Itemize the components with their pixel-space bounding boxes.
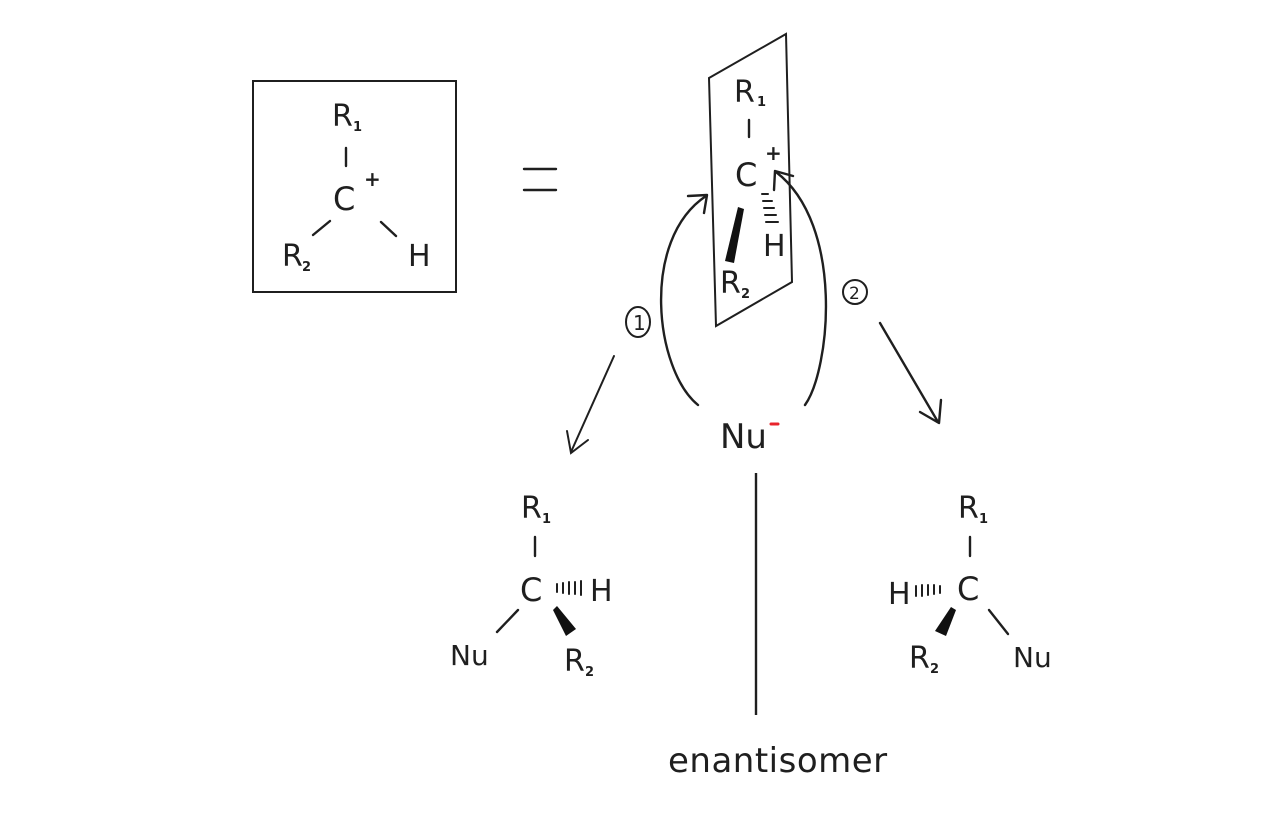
- product-right-r2-subscript: 2: [930, 662, 939, 677]
- arrowhead-1: [686, 193, 709, 215]
- equals-sign: [522, 167, 558, 192]
- plane-h-label: H: [763, 229, 786, 264]
- carbocation-box: R 1 C + R 2 H: [252, 80, 457, 293]
- plane-r1-label: R: [734, 75, 755, 110]
- nucleophile: Nu: [720, 417, 780, 457]
- path-2-label: 2: [849, 284, 860, 304]
- left-bond-r2: [311, 219, 332, 237]
- product-left-bond-nu: [495, 608, 520, 634]
- product-arrowhead-right: [918, 398, 943, 425]
- planar-carbocation: R 1 C + H R 2: [707, 32, 794, 328]
- product-left-r2-label: R: [564, 644, 585, 679]
- product-arrowhead-left: [566, 430, 589, 455]
- product-right: R 1 C H R 2 Nu: [888, 491, 1052, 677]
- product-left-wedge-bond: [553, 606, 576, 636]
- left-r2-subscript: 2: [302, 260, 311, 275]
- attack-arrow-2: [772, 169, 828, 407]
- product-left-nu-label: Nu: [450, 639, 489, 672]
- plane-r2-subscript: 2: [741, 287, 750, 302]
- left-h-label: H: [408, 239, 431, 274]
- product-right-h-label: H: [888, 577, 911, 612]
- path-2-marker: 2: [842, 279, 868, 305]
- nucleophile-label: Nu: [720, 417, 767, 457]
- left-r1-label: R: [332, 99, 353, 134]
- product-left-h-label: H: [590, 574, 613, 609]
- plane-r2-label: R: [720, 266, 741, 301]
- product-right-nu-label: Nu: [1013, 641, 1052, 674]
- arrowhead-2: [772, 169, 795, 192]
- product-arrow-right: [878, 321, 943, 425]
- product-left-r1-subscript: 1: [542, 512, 551, 527]
- path-1-label: 1: [633, 311, 646, 335]
- left-bond-h: [379, 220, 398, 238]
- left-carbon-label: C: [333, 180, 355, 218]
- product-left-hashed-bond: [556, 580, 582, 596]
- attack-arrow-1: [659, 193, 709, 407]
- product-left: R 1 C H Nu R 2: [450, 491, 613, 680]
- plane-wedge-bond: [725, 207, 744, 263]
- product-right-r1-subscript: 1: [979, 512, 988, 527]
- left-r2-label: R: [282, 239, 303, 274]
- plane-carbon-label: C: [735, 156, 757, 194]
- caption-label: enantisomer: [668, 741, 888, 781]
- product-left-carbon-label: C: [520, 571, 542, 609]
- plane-charge: +: [765, 141, 782, 165]
- product-left-r2-subscript: 2: [585, 665, 594, 680]
- product-right-r1-label: R: [958, 491, 979, 526]
- box-frame: [252, 80, 457, 293]
- product-right-carbon-label: C: [957, 570, 979, 608]
- left-r1-subscript: 1: [353, 120, 362, 135]
- product-right-hashed-bond: [915, 584, 941, 597]
- product-right-r2-label: R: [909, 641, 930, 676]
- plane-frame: [707, 32, 794, 328]
- left-charge: +: [364, 167, 381, 191]
- plane-hashed-bond: [761, 193, 779, 223]
- product-right-wedge-bond: [935, 607, 956, 636]
- product-right-bond-nu: [987, 608, 1010, 636]
- plane-r1-subscript: 1: [757, 95, 766, 110]
- path-1-marker: 1: [625, 306, 651, 338]
- product-left-r1-label: R: [521, 491, 542, 526]
- product-arrow-left: [566, 355, 615, 455]
